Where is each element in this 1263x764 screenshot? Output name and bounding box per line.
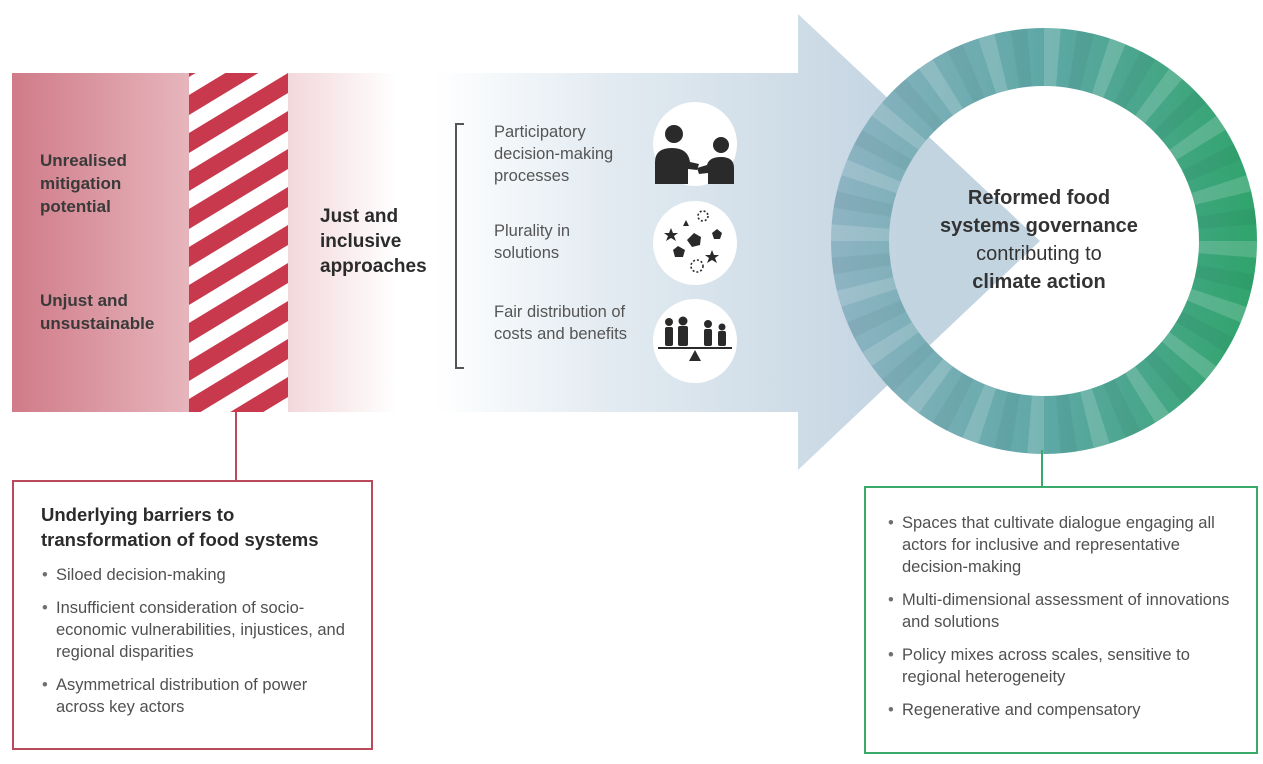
status-label-unjust: Unjust and unsustainable [40,291,155,333]
reform-item: Spaces that cultivate dialogue engaging … [887,512,1244,578]
balance-scale-people-icon [653,299,737,383]
ring-segment [1056,394,1078,454]
reform-item: Regenerative and compensatory [887,699,1244,721]
barrier-stripes [189,0,288,412]
ring-segment [994,391,1020,452]
status-label-unrealised: Unrealised mitigation potential [40,151,127,216]
ring-segment [831,224,890,241]
ring-segment [854,129,912,171]
stripe [189,187,288,267]
reform-item: Policy mixes across scales, sensitive to… [887,644,1244,688]
ring-segment [962,384,997,444]
ring-segment [1169,115,1226,161]
ring-segment [1091,38,1126,98]
stripe [189,225,288,305]
stripe [189,0,288,1]
barriers-list: Siloed decision-making Insufficient cons… [41,564,359,718]
barrier-item: Asymmetrical distribution of power acros… [41,674,359,718]
barriers-title-line-2: transformation of food systems [41,529,319,550]
people-dialogue-icon [653,102,737,186]
ring-segment [1135,68,1183,124]
ring-segment [1027,395,1044,454]
barriers-title-line-1: Underlying barriers to [41,504,235,525]
reforms-list: Spaces that cultivate dialogue engaging … [887,512,1244,721]
ring-segment [831,253,891,275]
ring-segment [1103,379,1141,438]
ring-segment [862,321,919,367]
barrier-item: Insufficient consideration of socio-econ… [41,597,359,663]
outcome-line-3: contributing to [976,243,1102,265]
approach-bracket [455,123,464,369]
ring-segment [833,191,894,217]
ring-segment [1176,311,1234,353]
barrier-item: Siloed decision-making [41,564,359,586]
ring-segment [1191,175,1252,205]
ring-segment [932,373,974,431]
stripe [230,377,288,412]
stripe [189,263,288,343]
ring-segment [947,44,985,103]
barriers-title: Underlying barriers to transformation of… [41,502,359,552]
outcome-ring [831,28,1257,454]
ring-segment [893,79,944,132]
outcome-line-1: Reformed food [967,187,1111,209]
ring-segment [1080,388,1110,449]
ring-segment [836,277,897,307]
reform-item: Multi-dimensional assessment of innovati… [887,589,1244,633]
ring-segment [1144,350,1195,403]
ring-segment [905,358,953,414]
stripe [189,149,288,229]
stripe [189,73,288,153]
reforms-box: Spaces that cultivate dialogue engaging … [864,486,1258,754]
ring-segments [831,28,1257,454]
stripe [189,73,259,115]
approach-item-fair-distribution: Fair distribution of costs and benefits [494,303,627,343]
ring-segment [918,59,964,116]
stripe [189,339,288,412]
stripe [189,73,196,77]
ring-segment [1044,28,1061,87]
ring-segment [978,33,1008,94]
ring-segment [1182,144,1241,182]
stripe [189,0,288,39]
ring-segment [847,300,906,338]
ring-segment [882,341,935,392]
ring-segment [1068,30,1094,91]
ring-segment [1197,207,1257,229]
diverse-shapes-icon [653,201,737,285]
stripe [189,111,288,191]
ring-segment [1194,265,1255,291]
ring-segment [841,159,901,194]
ring-segment [1114,51,1156,109]
ring-segment [1198,241,1257,258]
ring-segment [871,102,927,150]
approach-item-participatory: Participatory decision-making processes [494,123,614,185]
barriers-box: Underlying barriers to transformation of… [12,480,373,750]
ring-segment [1153,90,1206,141]
outcome-line-4: climate action [972,271,1106,293]
outcome-text: Reformed food systems governance contrib… [914,184,1164,296]
approach-item-plurality: Plurality in solutions [494,222,571,262]
approach-title: Just and inclusive approaches [320,206,427,277]
stripe [189,301,288,381]
ring-segment [1187,288,1247,323]
outcome-line-2: systems governance [940,215,1138,237]
ring-segment [1161,332,1217,380]
ring-segment [1124,366,1170,423]
ring-segment [1010,28,1032,88]
